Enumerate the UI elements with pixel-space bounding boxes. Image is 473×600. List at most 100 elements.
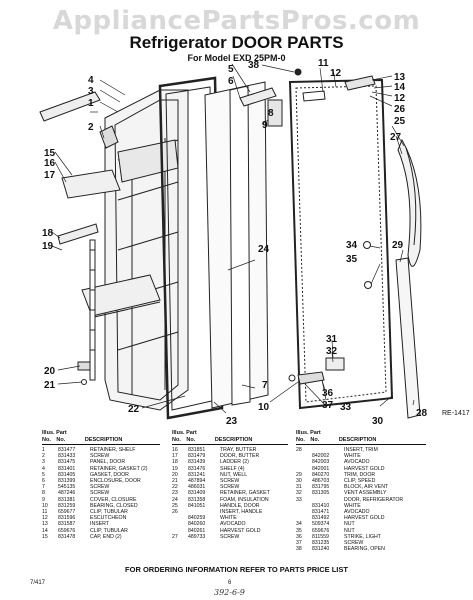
callout-28: 28 <box>416 408 428 419</box>
illus-no: 8 <box>42 490 45 497</box>
part-no: 831305 <box>312 490 330 497</box>
illus-no: 38 <box>296 546 302 553</box>
part-description: HANDLE, DOOR <box>220 502 260 509</box>
callout-21: 21 <box>44 380 56 391</box>
part-description: DOOR, BUTTER <box>220 453 260 460</box>
part-no: 831439 <box>188 459 206 466</box>
illus-no: 35 <box>296 527 302 534</box>
illus-no: 32 <box>296 490 302 497</box>
part-no: 831478 <box>58 533 76 540</box>
callout-36: 36 <box>322 388 334 399</box>
part-no: 842001 <box>312 465 330 472</box>
part-description: SCREW <box>220 484 240 491</box>
part-description: HARVEST GOLD <box>220 527 261 534</box>
part-description: INSERT, HANDLE <box>220 509 263 516</box>
part-no: 840260 <box>188 521 206 528</box>
part-description: AVOCADO <box>344 509 370 516</box>
part-no: 509374 <box>312 521 330 528</box>
part-description: WHITE <box>344 453 361 460</box>
part-no: 831851 <box>188 447 206 453</box>
exploded-diagram: 4 3 1 2 15 16 17 18 19 20 21 22 23 5 6 3… <box>39 58 428 427</box>
callout-13: 13 <box>394 72 406 83</box>
illus-no: 22 <box>172 484 178 491</box>
callout-4: 4 <box>88 75 94 86</box>
shelf-retainer <box>39 91 101 122</box>
illus-no: 24 <box>172 496 178 503</box>
header-rule-2 <box>172 444 288 445</box>
part-description: NUT <box>344 521 355 528</box>
callout-12: 12 <box>330 68 342 79</box>
callout-10: 10 <box>258 402 270 413</box>
callout-14: 14 <box>394 82 406 93</box>
part-description: CLIP, SPEED <box>344 478 376 485</box>
callout-3: 3 <box>88 86 94 97</box>
part-description: NUT, WELL <box>220 471 248 478</box>
callout-6: 6 <box>228 76 234 87</box>
door-liner <box>104 89 189 411</box>
header-col1: Illus. Part No. No. DESCRIPTION <box>42 430 123 443</box>
callout-9: 9 <box>262 120 268 131</box>
part-no: 842003 <box>312 459 330 466</box>
part-description: LADDER (2) <box>220 459 249 466</box>
part-no: 831241 <box>188 471 206 478</box>
illus-no: 11 <box>42 509 48 516</box>
part-description: RETAINER, GASKET (2) <box>90 465 148 472</box>
callout-34: 34 <box>346 240 358 251</box>
illus-no: 19 <box>172 465 178 472</box>
part-description: INSERT <box>90 521 109 528</box>
part-no: 659677 <box>58 509 76 516</box>
illus-no: 7 <box>42 484 45 491</box>
part-description: ENCLOSURE, DOOR <box>90 478 141 485</box>
part-description: NUT <box>344 527 355 534</box>
door-shelf <box>81 274 161 317</box>
illus-no: 21 <box>172 478 178 485</box>
model-label: For Model EXD 25PM-0 <box>187 53 286 63</box>
part-no: 840261 <box>188 527 206 534</box>
part-description: SCREW <box>220 533 240 540</box>
illus-no: 23 <box>172 490 178 497</box>
illus-no: 5 <box>42 471 45 478</box>
part-no: 811559 <box>312 533 329 540</box>
part-no: 831399 <box>58 478 76 485</box>
illus-no: 9 <box>42 496 45 503</box>
callout-7: 7 <box>262 380 268 391</box>
callout-5: 5 <box>228 64 234 75</box>
part-no: 487246 <box>58 490 76 497</box>
illus-no: 30 <box>296 478 302 485</box>
callout-2: 2 <box>88 122 94 133</box>
part-no: 842002 <box>312 453 330 460</box>
callout-8: 8 <box>268 108 274 119</box>
illus-no: 31 <box>296 484 302 491</box>
illus-no: 18 <box>172 459 178 466</box>
handwritten-date: 392-6-9 <box>214 588 245 597</box>
callout-1: 1 <box>88 98 94 109</box>
callout-18: 18 <box>42 228 54 239</box>
header-col3: Illus. Part No. No. DESCRIPTION <box>296 430 377 443</box>
part-description: ESCUTCHEON <box>90 515 127 522</box>
part-description: BEARING, OPEN <box>344 546 385 553</box>
illus-no: 33 <box>296 496 302 503</box>
illus-no: 4 <box>42 465 45 472</box>
part-description: HARVEST GOLD <box>344 515 385 522</box>
part-description: SCREW <box>90 484 110 491</box>
part-no: 831401 <box>58 465 76 472</box>
part-description: COVER, CLOSURE <box>90 496 137 503</box>
